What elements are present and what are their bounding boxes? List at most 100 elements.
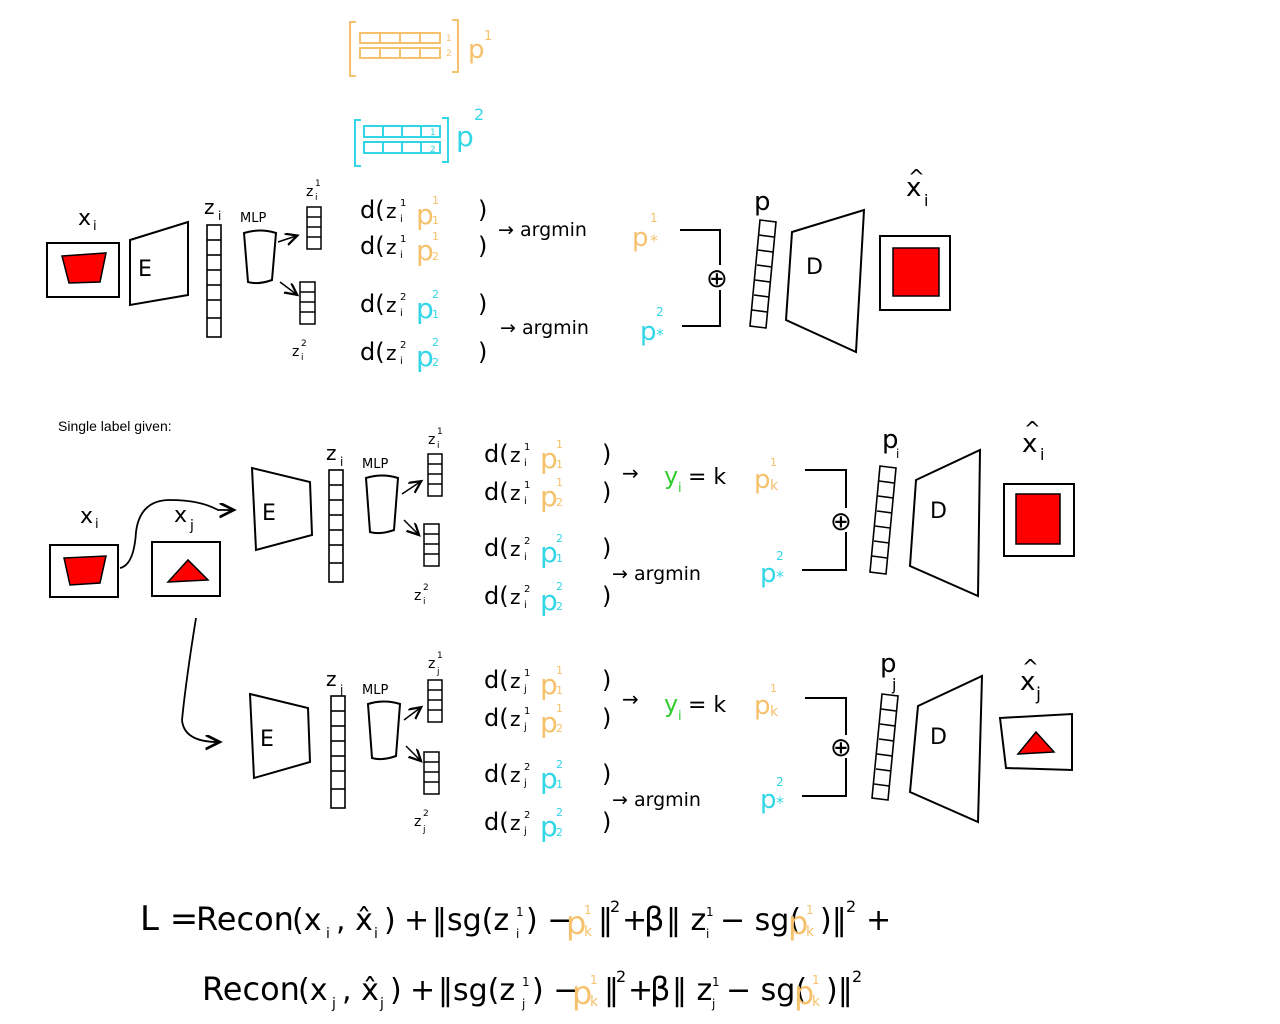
mid-z2-vector: [423, 523, 440, 567]
mid-z-sub: i: [340, 455, 343, 469]
top-oplus: ⊕: [706, 264, 728, 294]
bot-encoder-label: E: [260, 727, 274, 752]
bot-z1-vector: [427, 679, 443, 723]
mid-x-sub: i: [95, 517, 99, 532]
loss-norm-open: ‖ z: [666, 903, 706, 938]
bot-z2-vector: [423, 751, 440, 795]
mid-concat-lines: [802, 469, 847, 571]
top-p-label: p: [754, 187, 771, 217]
mid-input-j-shape: [166, 558, 210, 583]
top-xhat-label: x: [906, 173, 921, 203]
loss-beta: β: [644, 900, 664, 938]
mid-p-k-sup: 1: [770, 456, 777, 469]
codebook-p2-index-2: 2: [430, 145, 436, 155]
distance-fn: d(: [484, 666, 509, 694]
mid-x-label: x: [80, 504, 93, 529]
distance-z: z: [510, 537, 521, 561]
distance-fn: d(: [484, 534, 509, 562]
mid-z-vector: [328, 469, 344, 583]
top-xhat-hat: ^: [908, 165, 925, 189]
distance-p: p: [540, 706, 558, 739]
bot-z1-label: z: [428, 656, 435, 672]
mid-y-sub: i: [678, 481, 682, 496]
distance-fn: d(: [360, 290, 385, 318]
bot-concat-lines: [802, 697, 847, 797]
distance-fn: d(: [360, 338, 385, 366]
mid-oplus: ⊕: [830, 507, 852, 537]
codebook-p1-index-1: 1: [446, 34, 452, 44]
distance-z-sup: 2: [400, 340, 406, 351]
bot-z2-sup: 2: [423, 809, 429, 819]
top-z-vector: [206, 224, 222, 338]
distance-fn: d(: [484, 478, 509, 506]
distance-fn: d(: [360, 196, 385, 224]
distance-close: ): [602, 534, 611, 562]
loss-plus: +: [404, 903, 429, 938]
distance-close: ): [602, 704, 611, 732]
distance-p: p: [540, 442, 558, 475]
bot-z2-label: z: [414, 814, 421, 830]
top-z1-sub: i: [315, 193, 318, 203]
distance-close: ): [602, 582, 611, 610]
loss-norm: ‖: [604, 973, 619, 1008]
bot-p-vector: [871, 693, 899, 801]
loss-square: 2: [610, 897, 620, 916]
distance-z-sup: 1: [400, 234, 406, 245]
bot-p-k-sub: k: [770, 704, 779, 720]
top-p-vector: [749, 219, 777, 329]
mid-z2-label: z: [414, 588, 421, 604]
distance-z-sub: i: [524, 552, 527, 563]
bot-p-k: p: [754, 691, 771, 721]
distance-z-sub: j: [523, 684, 527, 695]
distance-z: z: [510, 585, 521, 609]
bot-eq-k: = k: [688, 693, 726, 718]
distance-z-sup: 1: [524, 442, 530, 453]
mid-p-star-2: p: [760, 559, 777, 589]
loss-square: 2: [846, 897, 856, 916]
loss-p2: p: [794, 974, 814, 1012]
distance-p-sub: 1: [432, 214, 439, 227]
bot-p-k-sup: 1: [770, 682, 777, 695]
loss-comma: , x̂: [336, 903, 373, 938]
top-mlp-arrow-up: [277, 236, 296, 242]
distance-z-sub: j: [523, 826, 527, 837]
distance-p-sub: 2: [556, 600, 563, 613]
mid-xj-label: x: [174, 503, 187, 528]
loss-norm-close: )‖: [820, 903, 847, 938]
distance-p: p: [416, 198, 434, 231]
distance-z-sup: 2: [524, 536, 530, 547]
loss-plus: +: [622, 903, 647, 938]
codebook-p2-label: p: [456, 120, 474, 153]
top-z2-label: z: [292, 344, 299, 360]
loss-p2: p: [788, 904, 808, 942]
top-z1-vector: [306, 206, 322, 250]
loss-sg: ‖sg(z: [432, 903, 509, 938]
distance-z: z: [510, 811, 521, 835]
mid-argmin-2: → argmin: [612, 563, 701, 585]
mid-input-i-frame: [49, 544, 119, 598]
distance-p-sub: 2: [556, 496, 563, 509]
distance-p: p: [540, 810, 558, 843]
loss-sg-sub: j: [521, 997, 525, 1011]
mid-mlp-label: MLP: [362, 457, 388, 472]
distance-p-sub: 2: [556, 722, 563, 735]
distance-z: z: [386, 235, 397, 259]
mid-output-shape: [1015, 493, 1061, 545]
bot-p-sub: j: [891, 675, 896, 694]
distance-z-sub: i: [524, 600, 527, 611]
mid-mlp-arrow-up: [401, 482, 420, 495]
distance-z-sup: 2: [524, 810, 530, 821]
loss-square: 2: [852, 967, 862, 986]
loss-beta: β: [650, 970, 670, 1008]
loss-z-sub: i: [706, 927, 709, 941]
bot-y-label: y: [664, 690, 678, 718]
distance-close: ): [478, 338, 487, 366]
top-p-star-2-sub: *: [656, 325, 664, 344]
top-p-star-2-sup: 2: [656, 305, 664, 319]
loss-z-sup: 1: [706, 905, 714, 919]
bot-mlp-label: MLP: [362, 683, 388, 698]
loss-plus: +: [410, 973, 435, 1008]
mid-p-vector: [869, 465, 897, 575]
